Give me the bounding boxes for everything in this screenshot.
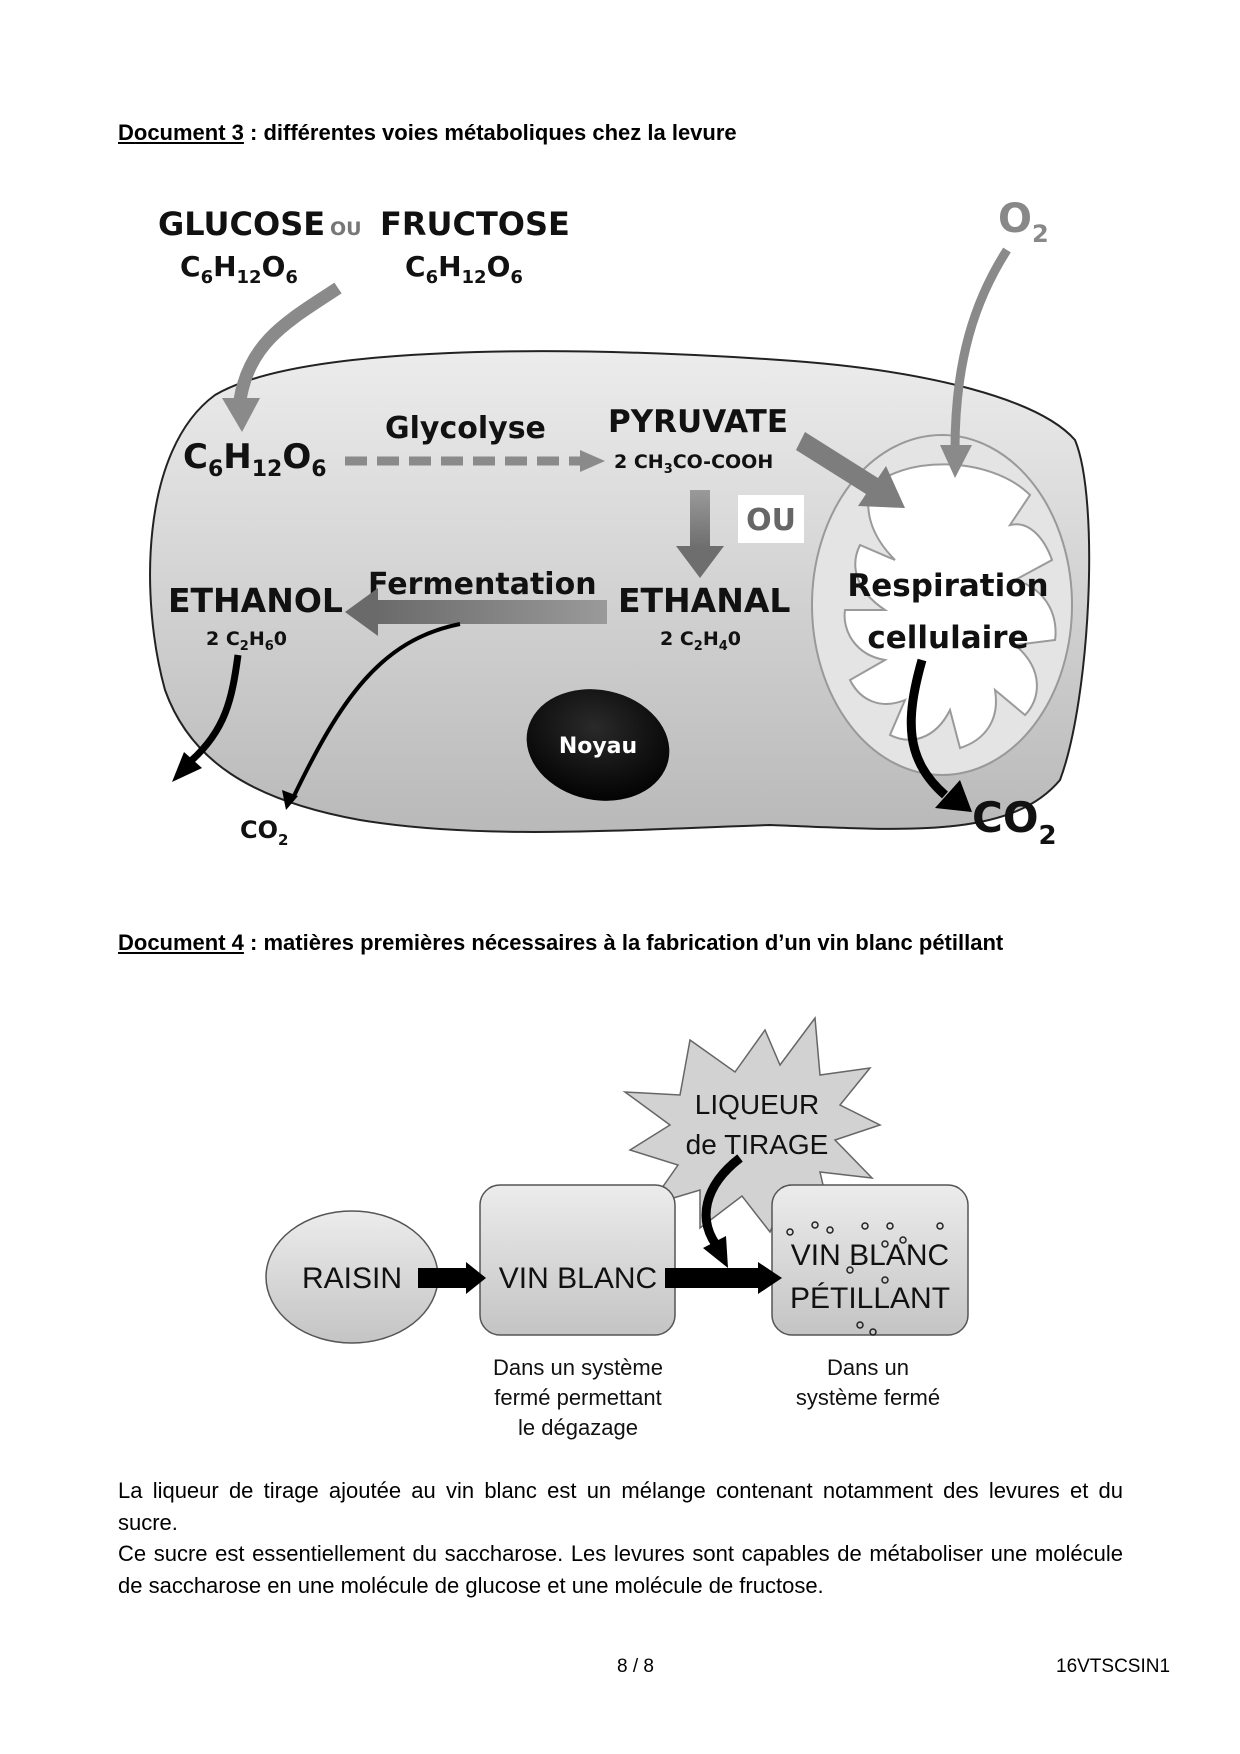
pyruvate-to-ethanal-arrow [676,490,724,578]
or-box-label: OU [746,503,796,538]
document3-heading: Document 3 : différentes voies métaboliq… [118,117,1118,149]
document4-label: Document 4 [118,930,244,955]
fermentation-label: Fermentation [368,567,597,602]
nucleus-label: Noyau [559,734,637,759]
document3-label: Document 3 [118,120,244,145]
paragraph-liqueur: La liqueur de tirage ajoutée au vin blan… [118,1478,1123,1535]
ethanal-label: ETHANAL [618,581,790,620]
respiration-label-line1: Respiration [847,568,1048,604]
document4-title: : matières premières nécessaires à la fa… [243,930,1004,955]
metabolic-pathways-diagram: Noyau GLUCOSE OU FRUCTOSE C6H12O6 C6H12O… [149,196,1091,851]
or-box [738,495,804,543]
white-wine-node [479,1184,676,1336]
white-wine-caption-line3: le dégazage [518,1415,638,1440]
document-code: 16VTSCSIN1 [1056,1656,1171,1677]
fructose-formula: C6H12O6 [405,250,523,288]
liqueur-addition-arrow [701,1154,743,1268]
ethanol-label: ETHANOL [168,581,343,620]
white-wine-caption-line1: Dans un système [493,1355,663,1380]
sparkling-wine-node [771,1184,969,1336]
glycolysis-label: Glycolyse [385,411,546,446]
ethanol-exit-arrow [172,654,242,782]
respiration-co2-label: CO2 [972,793,1057,851]
pyruvate-to-respiration-arrow [796,432,905,508]
mitochondrion [811,434,1073,776]
fermentation-co2-arrow [282,622,461,810]
wine-to-sparkling-arrow [665,1262,782,1294]
liqueur-label-line1: LIQUEUR [695,1089,819,1120]
respiration-co2-arrow [906,658,972,812]
glucose-formula: C6H12O6 [180,250,298,288]
oxygen-label: O2 [998,196,1049,248]
respiration-label-line2: cellulaire [867,620,1028,656]
oxygen-arrow [940,247,1011,478]
raisin-to-wine-arrow [418,1262,486,1294]
sparkling-wine-caption-line2: système fermé [796,1385,940,1410]
pyruvate-label: PYRUVATE [608,404,788,440]
glycolysis-arrow [345,450,605,472]
document4-heading: Document 4 : matières premières nécessai… [118,927,1123,959]
or-label-small: OU [330,218,362,240]
ethanal-formula: 2 C2H40 [660,628,741,654]
liqueur-label-line2: de TIRAGE [686,1129,829,1160]
bubbles [786,1221,944,1336]
sparkling-wine-label-line1: VIN BLANC [791,1239,949,1272]
raisin-label: RAISIN [302,1262,402,1295]
nucleus [526,689,670,801]
white-wine-label: VIN BLANC [499,1262,657,1295]
fructose-label: FRUCTOSE [380,205,570,243]
document3-title: : différentes voies métaboliques chez la… [243,120,737,145]
glucose-entry-arrow [222,282,342,432]
fermentation-co2-label: CO2 [240,816,288,849]
white-wine-caption-line2: fermé permettant [494,1385,662,1410]
glucose-inside-formula: C6H12O6 [183,437,327,482]
glucose-label: GLUCOSE [158,205,325,243]
pyruvate-formula: 2 CH3CO-COOH [614,451,773,477]
ethanol-formula: 2 C2H60 [206,628,287,654]
sparkling-wine-label-line2: PÉTILLANT [790,1282,950,1315]
paragraph-saccharose: Ce sucre est essentiellement du saccharo… [118,1541,1123,1598]
sparkling-wine-caption-line1: Dans un [827,1355,909,1380]
page-number: 8 / 8 [617,1656,654,1677]
fermentation-arrow [345,588,607,636]
